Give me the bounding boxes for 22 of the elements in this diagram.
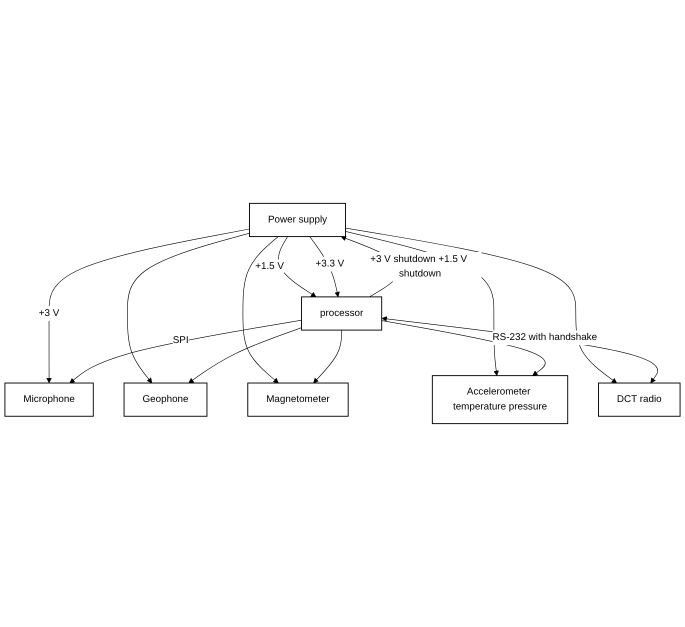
node-box: DCT radio [598, 382, 681, 417]
arrow [382, 316, 658, 384]
node-box: processor [301, 296, 382, 331]
node-box: Power supply [249, 202, 346, 238]
edge-label: RS-232 with handshake [492, 332, 598, 343]
edge-label: SPI [172, 335, 189, 346]
node-box: Accelerometer temperature pressure [432, 375, 568, 424]
edge-label: +3 V shutdown +1.5 V shutdown [370, 254, 468, 280]
node-box: Magnetometer [247, 382, 349, 417]
edge-label: +3.3 V [316, 258, 344, 270]
arrow [381, 320, 546, 376]
arrow [345, 228, 617, 384]
arrow [46, 228, 250, 384]
arrow [242, 236, 279, 384]
node-box: Microphone [4, 382, 94, 417]
arrow [127, 232, 250, 384]
arrow [188, 327, 302, 384]
edge-label: +3 V [38, 308, 60, 318]
edge-label: +1.5 V [255, 261, 284, 272]
node-box: Geophone [124, 382, 208, 417]
arrow [313, 330, 342, 384]
arrow [70, 320, 302, 384]
